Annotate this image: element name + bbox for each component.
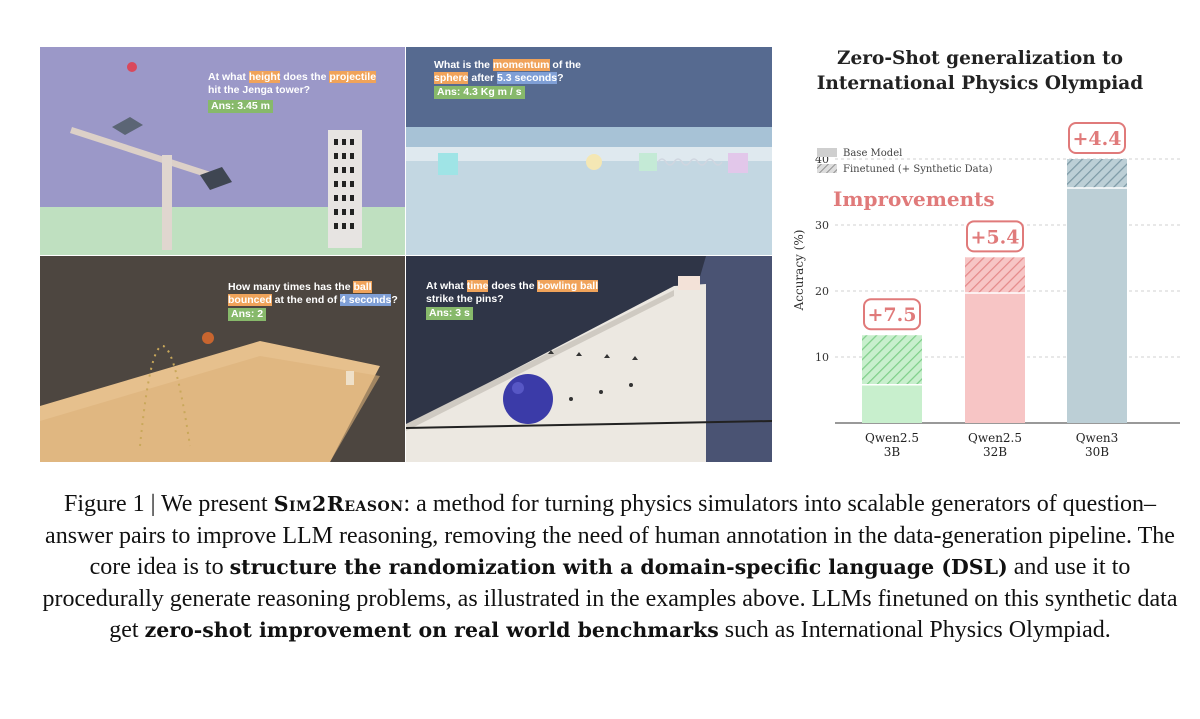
ball-answer: Ans: 2 (228, 308, 267, 321)
spring (657, 158, 723, 166)
x-tick-label: 3B (884, 445, 901, 459)
caption-bold-zero-shot: zero-shot improvement on real world benc… (144, 618, 719, 642)
y-tick-label: 20 (815, 285, 829, 298)
bowling-ball (503, 374, 553, 424)
ball-question: How many times has the ball bounced at t… (228, 281, 398, 321)
improvement-box-1 (863, 298, 921, 331)
bouncing-ball-scene (40, 256, 405, 462)
x-tick-label: 32B (983, 445, 1007, 459)
sphere (586, 154, 602, 170)
momentum-question: What is the momentum of the sphere after… (434, 59, 582, 99)
y-axis-label: Accuracy (%) (792, 230, 806, 312)
y-tick-label: 30 (815, 219, 829, 232)
momentum-answer: Ans: 4.3 Kg m / s (434, 86, 525, 99)
projectile-ball (127, 62, 137, 72)
finetuned-bar-3 (1067, 159, 1127, 189)
finetuned-bar-2 (965, 257, 1025, 293)
y-tick-label: 10 (815, 351, 829, 364)
base-bar-1 (862, 384, 922, 423)
bowling-question: At what time does the bowling ball strik… (426, 280, 599, 320)
chart-title-line-1: Zero-Shot generalization to (836, 48, 1124, 69)
base-bar-2 (965, 292, 1025, 423)
base-bar-3 (1067, 188, 1127, 423)
method-name: Sim2Reason (273, 492, 404, 516)
legend-label-base: Base Model (843, 148, 902, 159)
improvement-label-1: +7.5 (868, 304, 917, 326)
caption-bold-dsl: structure the randomization with a domai… (229, 555, 1008, 579)
improvement-box-3 (1068, 122, 1126, 154)
improvement-box-2 (966, 220, 1024, 253)
finetuned-bar-1 (862, 335, 922, 385)
panel-bowling: At what time does the bowling ball strik… (406, 256, 772, 462)
improvements-annotation: Improvements (833, 187, 995, 211)
projectile-answer: Ans: 3.45 m (208, 100, 273, 113)
accuracy-chart: Zero-Shot generalization to Internationa… (775, 40, 1185, 480)
chart-title-line-2: International Physics Olympiad (816, 73, 1144, 94)
pins (678, 276, 700, 290)
cyan-block (438, 153, 458, 175)
legend-label-finetuned: Finetuned (+ Synthetic Data) (843, 164, 993, 175)
x-tick-label: Qwen2.5 (968, 431, 1022, 445)
improvement-label-3: +4.4 (1073, 128, 1122, 150)
panel-bouncing-ball: How many times has the ball bounced at t… (40, 256, 405, 462)
panel-momentum: What is the momentum of the sphere after… (406, 47, 772, 255)
chart-legend: Base Model Finetuned (+ Synthetic Data) (817, 148, 993, 175)
x-tick-label: Qwen3 (1076, 431, 1119, 445)
legend-swatch-finetuned (817, 164, 837, 173)
momentum-scene (406, 47, 772, 255)
legend-swatch-base (817, 148, 837, 157)
x-tick-label: 30B (1085, 445, 1109, 459)
x-tick-label: Qwen2.5 (865, 431, 919, 445)
improvement-label-2: +5.4 (971, 226, 1020, 248)
bowling-lane (406, 284, 706, 462)
bowling-answer: Ans: 3 s (426, 307, 473, 320)
projectile-question: At what height does the projectile hit t… (208, 71, 377, 113)
ball (202, 332, 214, 344)
panel-projectile: At what height does the projectile hit t… (40, 47, 405, 255)
flying-block (112, 117, 143, 135)
figure-caption: Figure 1 | We present Sim2Reason: a meth… (42, 491, 1178, 643)
